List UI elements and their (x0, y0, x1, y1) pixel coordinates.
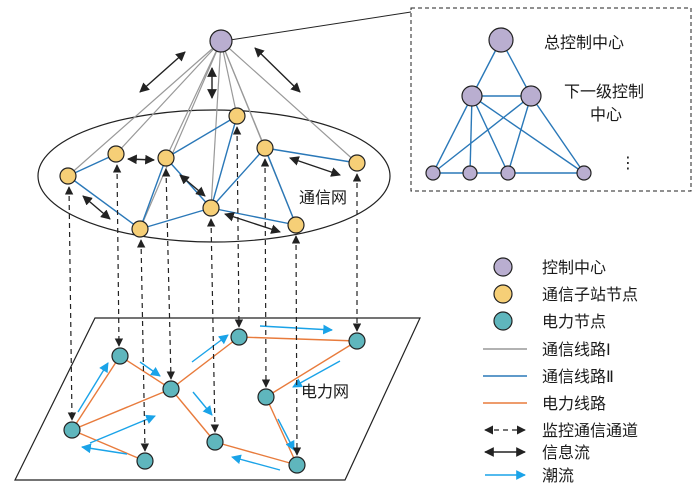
legend-label: 信息流 (542, 443, 590, 462)
comm-nodes (59, 107, 366, 238)
legend-label: 通信子站节点 (542, 285, 638, 304)
monitor-channels (64, 126, 362, 456)
inset-sub-control-node (520, 85, 542, 107)
legend-control-center-icon (493, 257, 513, 277)
comm-node (59, 167, 77, 185)
comm-lines-1 (67, 40, 358, 230)
power-node (348, 332, 366, 350)
inset-connector (229, 11, 412, 41)
power-node (162, 380, 180, 398)
control-center-node (209, 29, 233, 53)
info-flow-arrows (82, 47, 341, 234)
power-node (63, 421, 81, 439)
legend-power-node-icon (493, 311, 513, 331)
power-node (257, 388, 275, 406)
label-sub-control-1: 下一级控制 (564, 82, 644, 101)
legend-label: 控制中心 (542, 258, 606, 277)
comm-node (287, 216, 305, 234)
power-node (111, 347, 129, 365)
power-node (288, 456, 306, 474)
power-node (136, 452, 154, 470)
comm-node (107, 145, 125, 163)
power-node (206, 433, 224, 451)
label-sub-control-2: 中心 (590, 105, 622, 124)
power-lines (71, 336, 358, 466)
comm-node (157, 149, 175, 167)
inset-box (410, 7, 692, 192)
inset-top-control-node (488, 27, 514, 53)
legend-label: 监控通信通道 (542, 421, 638, 440)
comm-node (256, 139, 274, 157)
legend-label: 潮流 (542, 466, 574, 485)
legend-label: 通信线路Ⅱ (542, 367, 614, 386)
inset-leaf-nodes (425, 165, 592, 181)
comm-node (348, 154, 366, 172)
label-ellipsis: ⋮ (620, 153, 636, 172)
power-node (230, 328, 248, 346)
comm-node (131, 220, 149, 238)
legend-label: 电力线路 (542, 394, 606, 413)
label-comm-network: 通信网 (299, 188, 347, 207)
legend-label: 通信线路Ⅰ (542, 340, 611, 359)
legend-label: 电力节点 (542, 312, 606, 331)
power-nodes (63, 328, 366, 474)
comm-node (228, 107, 246, 125)
inset-lines (432, 39, 585, 174)
label-power-network: 电力网 (301, 382, 349, 401)
label-top-control: 总控制中心 (544, 33, 624, 52)
inset-sub-control-node (461, 85, 483, 107)
power-network-plane (14, 317, 421, 481)
legend-comm-node-icon (493, 284, 513, 304)
legend: 控制中心 通信子站节点 电力节点 通信线路Ⅰ 通信线路Ⅱ 电力线路 监控通信通道… (483, 257, 638, 485)
comm-node (202, 199, 220, 217)
